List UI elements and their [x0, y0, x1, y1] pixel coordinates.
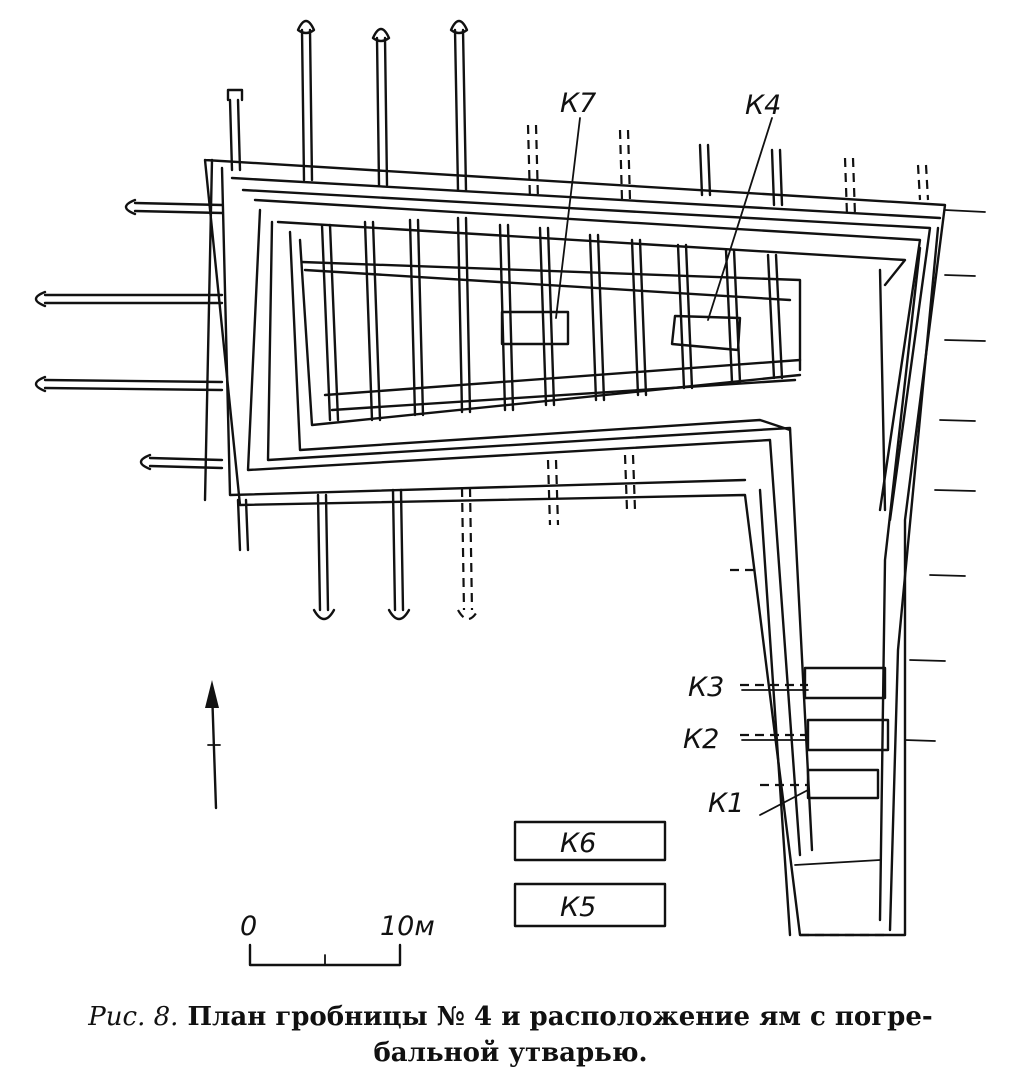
label-k2: К2 — [683, 724, 719, 755]
scale-zero-label: 0 — [240, 911, 257, 942]
posts-bottom — [236, 454, 637, 621]
caption-text-1: План гробницы № 4 и расположение ям с по… — [187, 1002, 933, 1032]
hall-pits — [500, 117, 809, 816]
label-k3: К3 — [688, 672, 724, 703]
label-k7: К7 — [560, 88, 596, 119]
north-arrow-icon — [205, 680, 221, 810]
figure-caption-line1: Рис. 8. План гробницы № 4 и расположение… — [0, 1000, 1021, 1034]
posts-left — [34, 198, 224, 471]
tomb-plan-drawing: К7 К4 К3 К2 К1 К6 К5 0 10м — [34, 19, 986, 967]
scale-ten-label: 10м — [380, 911, 435, 942]
posts-right — [904, 209, 986, 742]
label-k6: К6 — [560, 828, 596, 859]
figure-number: Рис. 8. — [88, 1002, 179, 1032]
pit-k5: К5 — [513, 882, 667, 928]
label-k1: К1 — [708, 788, 744, 819]
label-k4: К4 — [745, 90, 781, 121]
scale-bar: 0 10м — [240, 911, 435, 967]
posts-top — [226, 19, 469, 192]
outer-walls — [203, 158, 947, 937]
label-k5: К5 — [560, 892, 596, 923]
dromos-pits — [730, 568, 890, 937]
pit-k6: К6 — [513, 820, 667, 862]
posts-upper-right — [526, 124, 930, 216]
figure-caption-line2: бальной утварью. — [373, 1038, 648, 1068]
